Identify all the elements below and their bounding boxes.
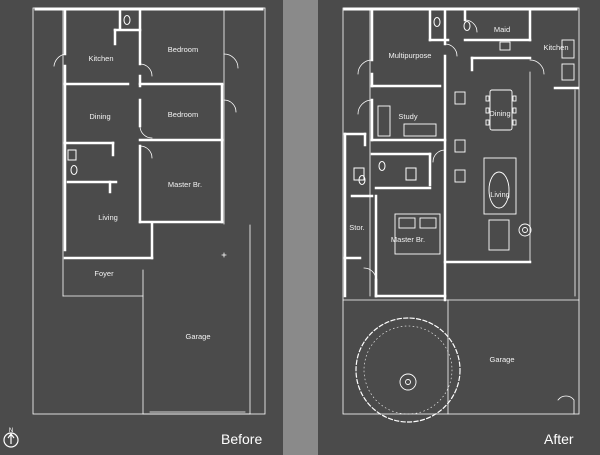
- after-living-label: Living: [490, 190, 510, 199]
- before-bedroom-mid-label: Bedroom: [168, 110, 198, 119]
- after-panel: Maid Multipurpose Kitchen Study Dining L…: [318, 0, 600, 455]
- before-master-label: Master Br.: [168, 180, 202, 189]
- after-storage-label: Stor.: [349, 223, 364, 232]
- armchair: [488, 219, 510, 251]
- study-desk: [403, 123, 437, 137]
- coffee-table: [488, 171, 510, 209]
- after-room-labels: Maid Multipurpose Kitchen Study Dining L…: [349, 25, 568, 364]
- kitchen-counter: [561, 39, 575, 59]
- after-multipurpose-label: Multipurpose: [389, 51, 432, 60]
- living-sofa: [483, 157, 517, 215]
- after-fixtures: [353, 17, 471, 185]
- after-door-swings: [357, 19, 575, 415]
- after-dining-label: Dining: [489, 109, 510, 118]
- before-panel-background: [0, 0, 283, 455]
- tree-icon: [355, 317, 461, 423]
- side-table: [518, 223, 532, 237]
- before-foyer-label: Foyer: [94, 269, 114, 278]
- north-label: N: [9, 428, 13, 434]
- dining-table: [489, 89, 513, 131]
- after-garage-label: Garage: [489, 355, 514, 364]
- before-bedroom-top-label: Bedroom: [168, 45, 198, 54]
- before-garage-label: Garage: [185, 332, 210, 341]
- before-room-labels: Kitchen Bedroom Dining Bedroom Master Br…: [88, 45, 210, 341]
- after-kitchen-label: Kitchen: [543, 43, 568, 52]
- before-dining-label: Dining: [89, 112, 110, 121]
- after-study-label: Study: [398, 112, 417, 121]
- before-door-swings: [53, 53, 246, 413]
- before-caption: Before: [221, 431, 262, 447]
- north-arrow-icon: N: [3, 428, 19, 448]
- before-kitchen-label: Kitchen: [88, 54, 113, 63]
- after-caption: After: [544, 431, 574, 447]
- master-bed: [394, 213, 441, 255]
- after-maid-label: Maid: [494, 25, 510, 34]
- after-furniture: [377, 39, 575, 255]
- before-floor-plan: [32, 7, 266, 415]
- before-living-label: Living: [98, 213, 118, 222]
- after-floor-plan: [342, 7, 580, 423]
- study-shelf: [377, 105, 391, 137]
- before-panel: Kitchen Bedroom Dining Bedroom Master Br…: [0, 0, 283, 455]
- before-fixtures: [67, 15, 131, 175]
- before-walls: [63, 8, 224, 260]
- after-master-label: Master Br.: [391, 235, 425, 244]
